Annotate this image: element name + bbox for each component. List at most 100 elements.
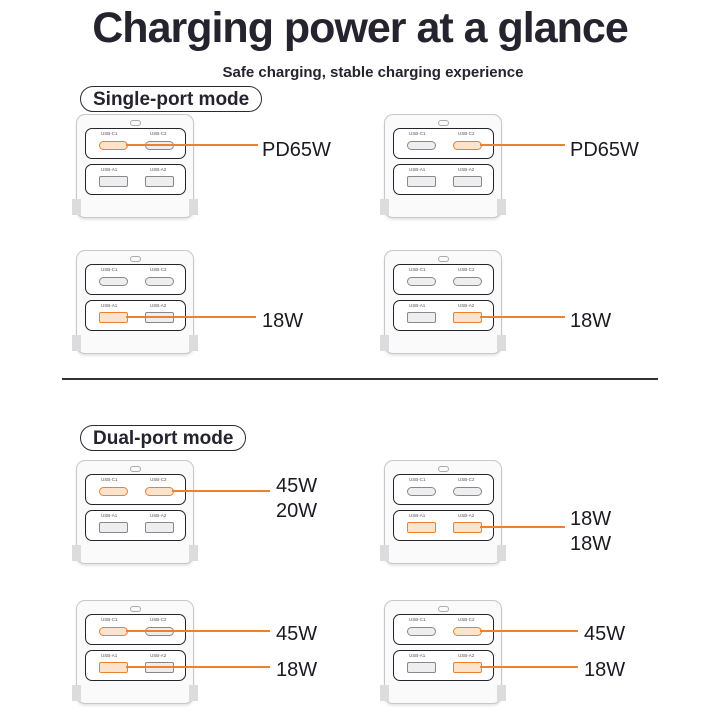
usb-a-port-panel: USB-A1 USB-A2 (85, 300, 186, 331)
usb-port-c2 (453, 277, 482, 286)
leader-line (172, 490, 270, 492)
usb-port-a2 (453, 662, 482, 673)
charger-foot (72, 199, 81, 215)
dual-config-1-power-1: 45W (276, 475, 318, 497)
usb-port-a2 (453, 312, 482, 323)
charger-foot (380, 685, 389, 701)
usb-port-a2 (145, 522, 174, 533)
port-label-c2: USB-C2 (150, 617, 167, 622)
port-label-c2: USB-C2 (458, 617, 475, 622)
dual-config-2-power-1: 18W (570, 508, 612, 530)
usb-port-c1 (407, 141, 436, 150)
usb-port-c1 (407, 487, 436, 496)
usb-a-port-panel: USB-A1 USB-A2 (393, 650, 494, 681)
indicator-light (438, 120, 449, 126)
usb-port-c2 (145, 277, 174, 286)
port-label-c1: USB-C1 (409, 131, 426, 136)
port-label-c2: USB-C2 (458, 131, 475, 136)
dual-config-4-power-1: 45W (584, 623, 626, 645)
usb-a-port-panel: USB-A1 USB-A2 (393, 300, 494, 331)
usb-port-a1 (99, 522, 128, 533)
dual-config-3-power-2: 18W (276, 659, 318, 681)
port-label-a2: USB-A2 (150, 653, 167, 658)
port-label-a2: USB-A2 (458, 653, 475, 658)
charger-foot (497, 335, 506, 351)
single-config-4-power: 18W (570, 310, 612, 332)
indicator-light (438, 256, 449, 262)
charger-foot (189, 335, 198, 351)
port-label-a1: USB-A1 (101, 303, 118, 308)
charger-foot (72, 335, 81, 351)
page-title: Charging power at a glance (92, 4, 629, 52)
leader-line (126, 666, 270, 668)
port-label-a2: USB-A2 (150, 303, 167, 308)
usb-port-a1 (407, 176, 436, 187)
port-label-a2: USB-A2 (458, 167, 475, 172)
port-label-c1: USB-C1 (101, 131, 118, 136)
usb-port-c1 (407, 627, 436, 636)
usb-port-c2 (453, 627, 482, 636)
usb-port-c2 (453, 141, 482, 150)
single-config-3-power: 18W (262, 310, 304, 332)
usb-c-port-panel: USB-C1 USB-C2 (85, 474, 186, 505)
usb-port-a1 (407, 522, 436, 533)
charger-foot (189, 199, 198, 215)
indicator-light (130, 120, 141, 126)
usb-port-a1 (99, 176, 128, 187)
port-label-c2: USB-C2 (150, 477, 167, 482)
port-label-a1: USB-A1 (409, 167, 426, 172)
port-label-c1: USB-C1 (101, 477, 118, 482)
usb-c-port-panel: USB-C1 USB-C2 (393, 128, 494, 159)
charger-foot (380, 335, 389, 351)
usb-port-c2 (453, 487, 482, 496)
leader-line (480, 316, 565, 318)
charger-foot (72, 545, 81, 561)
port-label-a2: USB-A2 (458, 303, 475, 308)
charger-foot (189, 685, 198, 701)
usb-port-c1 (407, 277, 436, 286)
indicator-light (130, 256, 141, 262)
port-label-a1: USB-A1 (409, 653, 426, 658)
usb-c-port-panel: USB-C1 USB-C2 (85, 128, 186, 159)
charger-foot (380, 545, 389, 561)
charger-foot (497, 199, 506, 215)
usb-port-a2 (453, 176, 482, 187)
dual-port-mode-label: Dual-port mode (80, 425, 247, 451)
port-label-c2: USB-C2 (150, 131, 167, 136)
port-label-a1: USB-A1 (101, 653, 118, 658)
port-label-c1: USB-C1 (409, 617, 426, 622)
usb-a-port-panel: USB-A1 USB-A2 (393, 164, 494, 195)
usb-port-a1 (407, 312, 436, 323)
leader-line (126, 316, 256, 318)
charger-foot (72, 685, 81, 701)
leader-line (480, 630, 578, 632)
port-label-a1: USB-A1 (409, 513, 426, 518)
charger-foot (497, 545, 506, 561)
port-label-a1: USB-A1 (409, 303, 426, 308)
port-label-c1: USB-C1 (101, 617, 118, 622)
usb-port-a1 (99, 662, 128, 673)
charger-foot (189, 545, 198, 561)
page-subtitle: Safe charging, stable charging experienc… (222, 64, 524, 81)
single-port-mode-label: Single-port mode (80, 86, 263, 112)
single-config-1-power: PD65W (262, 139, 331, 161)
usb-port-c1 (99, 487, 128, 496)
indicator-light (130, 606, 141, 612)
port-label-a2: USB-A2 (150, 167, 167, 172)
leader-line (126, 630, 270, 632)
single-config-2-power: PD65W (570, 139, 639, 161)
port-label-c1: USB-C1 (409, 477, 426, 482)
leader-line (480, 144, 565, 146)
dual-config-3-power-1: 45W (276, 623, 318, 645)
